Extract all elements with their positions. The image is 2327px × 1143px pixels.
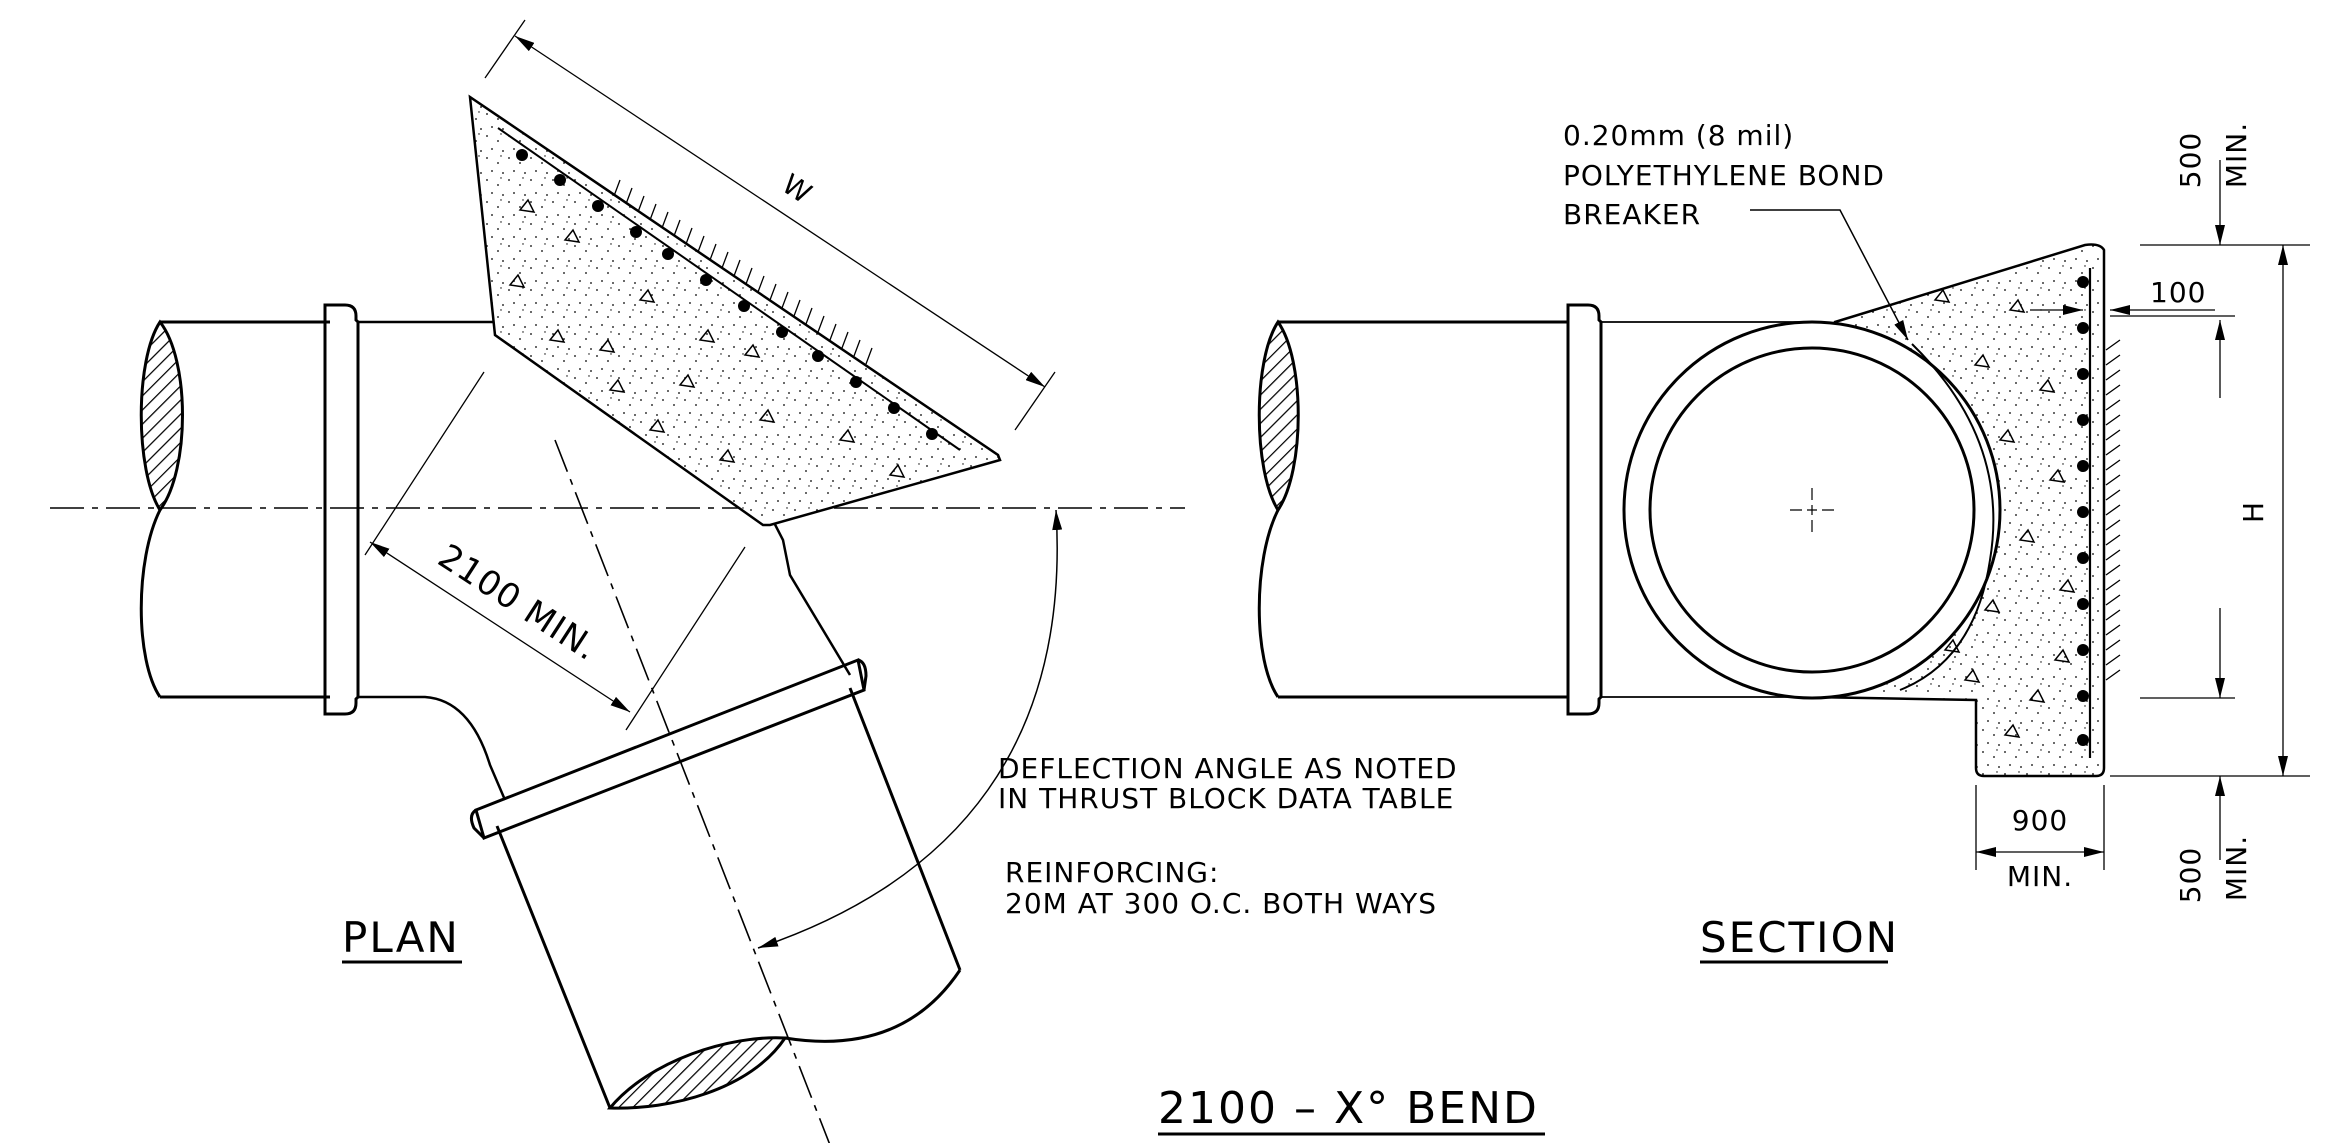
plan-elbow-inner [358,695,507,801]
section-pipe-lines [1278,320,1568,699]
section-pipe-bell [1566,303,1603,716]
section-bond-breaker-leader [1750,209,1909,341]
plan-2100-ext-2 [625,546,746,731]
plan-deflection-note: DEFLECTION ANGLE AS NOTED IN THRUST BLOC… [998,752,1468,815]
plan-rotated-centerline [554,439,831,1143]
section-bottom-dim-min: MIN. [2220,835,2253,901]
plan-w-ext-2 [1014,371,1056,431]
section-pipe-centermark [1790,488,1834,532]
plan-pipe-break-edge [139,509,162,698]
section-bottom-dim-value: 500 [2174,847,2207,903]
plan-rotated-bell-tips [469,658,868,840]
plan-2100-label: 2100 MIN. [431,536,605,669]
plan-pipe-break-fill [139,319,184,513]
plan-reinforcing-note: REINFORCING: 20M AT 300 O.C. BOTH WAYS [1005,856,1437,920]
section-soil-hatch [2105,339,2121,681]
section-900-min: MIN. [2007,860,2073,893]
plan-w-ext-1 [484,19,526,79]
plan-rotated-break-fill [606,1036,788,1110]
plan-thrust-block [468,94,1002,527]
section-cover-value: 100 [2150,276,2206,309]
plan-w-label: W [776,167,818,210]
section-bond-breaker-line [1899,343,1995,691]
section-pipe-top-bottom [1601,321,1812,698]
section-view: 0.20mm (8 mil) POLYETHYLENE BOND BREAKER… [1257,119,2310,964]
section-top-dim-value: 500 [2174,132,2207,188]
plan-title: PLAN [342,913,460,962]
plan-rotated-bell [474,657,866,840]
section-pipe-break-fill [1257,319,1300,513]
plan-pipe-straight [160,320,330,699]
drawing-title: 2100 – X° BEND [1158,1083,1539,1134]
section-rebar-dots [2077,276,2089,746]
plan-2100-dim-line [369,541,631,713]
section-top-dim-min: MIN. [2220,122,2253,188]
section-pipe-break-edge [1257,509,1280,698]
section-title: SECTION [1700,913,1899,962]
plan-w-dim-line [514,35,1046,388]
plan-2100-ext-1 [364,371,485,556]
section-900-value: 900 [2012,804,2068,837]
plan-rotated-break-edge [784,969,962,1043]
section-h-label: H [2237,501,2270,523]
plan-deflection-arc [757,509,1063,949]
plan-pipe-bell [323,303,360,716]
section-bond-breaker-note: 0.20mm (8 mil) POLYETHYLENE BOND BREAKER [1563,119,1895,231]
plan-view: W 2100 MIN. DEFLECTION ANGLE AS NOTED IN… [50,19,1468,1143]
section-aggregate-marks [1933,288,2076,738]
